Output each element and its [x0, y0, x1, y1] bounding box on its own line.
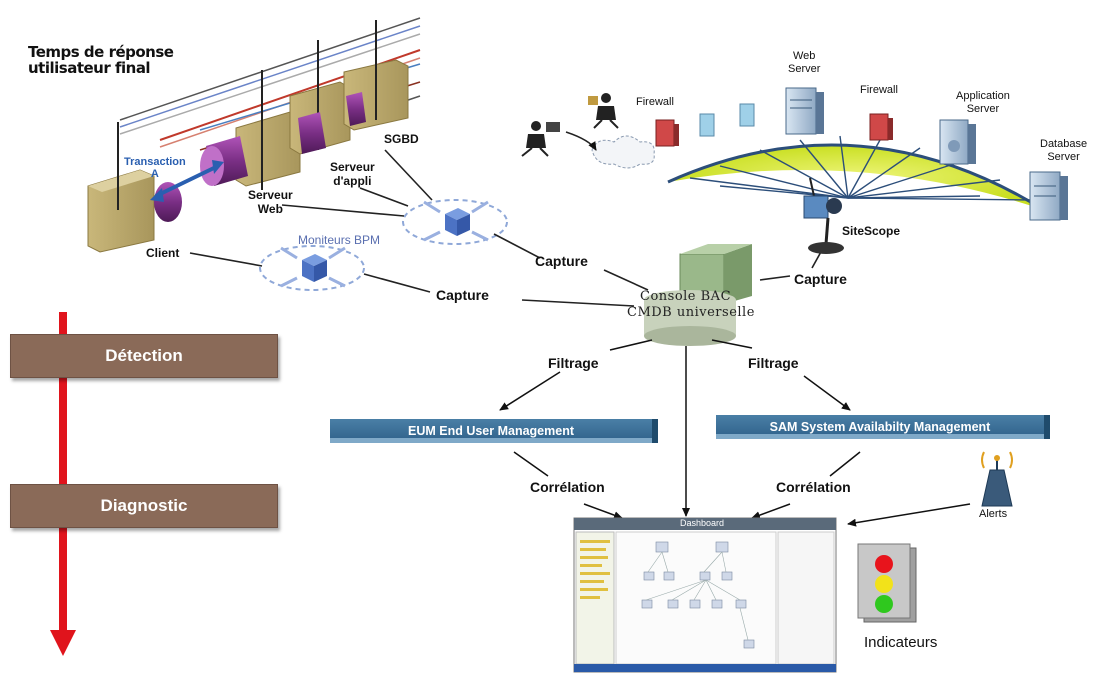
dashboard-label: Dashboard	[680, 518, 725, 528]
filtrage-arrows	[499, 339, 971, 527]
cloud-icon	[591, 135, 655, 169]
detection-label: Détection	[105, 346, 183, 365]
firewall-icon-2	[869, 113, 893, 141]
capture-label-left: Capture	[436, 287, 489, 303]
sitescope-label: SiteScope	[842, 224, 901, 238]
filtrage-label-left: Filtrage	[548, 355, 599, 371]
response-time-title: Temps de réponse utilisateur final	[28, 43, 174, 77]
sgbd-label: SGBD	[384, 132, 419, 146]
console-label-1: Console BAC	[640, 289, 732, 304]
transaction-label: Transaction A	[124, 156, 186, 180]
indicateurs-label: Indicateurs	[864, 634, 938, 651]
serveur-appli-label: Serveur d'appli	[330, 160, 375, 188]
sitescope-probe-icon	[803, 177, 844, 254]
firewall-label-2: Firewall	[860, 84, 898, 96]
diagnostic-label: Diagnostic	[100, 496, 188, 515]
application-server-icon	[939, 119, 976, 165]
timeline-arrow	[50, 312, 76, 656]
console-label-2: CMDB universelle	[627, 305, 755, 320]
network-bus	[667, 143, 1045, 212]
eum-module: EUM End User Management	[330, 419, 652, 443]
device-icon-2	[739, 103, 755, 127]
moniteurs-bpm-label: Moniteurs BPM	[298, 233, 381, 247]
database-server-label: Database Server	[1040, 138, 1088, 163]
firewall-label-1: Firewall	[636, 96, 674, 108]
antenna-icon	[981, 451, 1013, 507]
alerts-label: Alerts	[979, 508, 1008, 520]
eum-label: EUM End User Management	[407, 424, 574, 438]
traffic-light-icon	[857, 543, 917, 623]
web-server-label: Web Server	[788, 50, 821, 75]
user-icon	[521, 121, 560, 157]
link-cylinder-4	[346, 92, 366, 126]
cylinder-cap	[200, 146, 224, 186]
client-label: Client	[146, 246, 180, 260]
client-box	[87, 122, 155, 253]
sam-module: SAM System Availabilty Management	[716, 415, 1044, 439]
serveur-web-label: Serveur Web	[248, 188, 293, 216]
application-server-label: Application Server	[956, 90, 1010, 115]
dashboard-screenshot-icon	[573, 517, 837, 673]
web-server-icon	[785, 87, 824, 135]
bpm-monitor-icon-2	[259, 245, 365, 291]
capture-label-right: Capture	[794, 271, 847, 287]
link-cylinder-3	[298, 112, 326, 154]
console-icon	[644, 244, 752, 346]
capture-connectors	[189, 149, 823, 307]
transaction-arrow	[155, 164, 219, 198]
detection-stage: Détection	[10, 334, 278, 378]
sam-label: SAM System Availabilty Management	[769, 420, 991, 434]
user-icon-2	[588, 93, 619, 129]
database-server-icon	[1029, 171, 1068, 221]
device-icon-1	[699, 113, 715, 137]
diagnostic-stage: Diagnostic	[10, 484, 278, 528]
firewall-icon	[655, 119, 679, 147]
filtrage-label-right: Filtrage	[748, 355, 799, 371]
capture-label-mid: Capture	[535, 253, 588, 269]
correlation-label-left: Corrélation	[530, 479, 605, 495]
sitescope-links	[689, 135, 1031, 201]
correlation-label-right: Corrélation	[776, 479, 851, 495]
bpm-monitor-icon	[402, 199, 508, 245]
network-ellipse	[668, 145, 1044, 210]
